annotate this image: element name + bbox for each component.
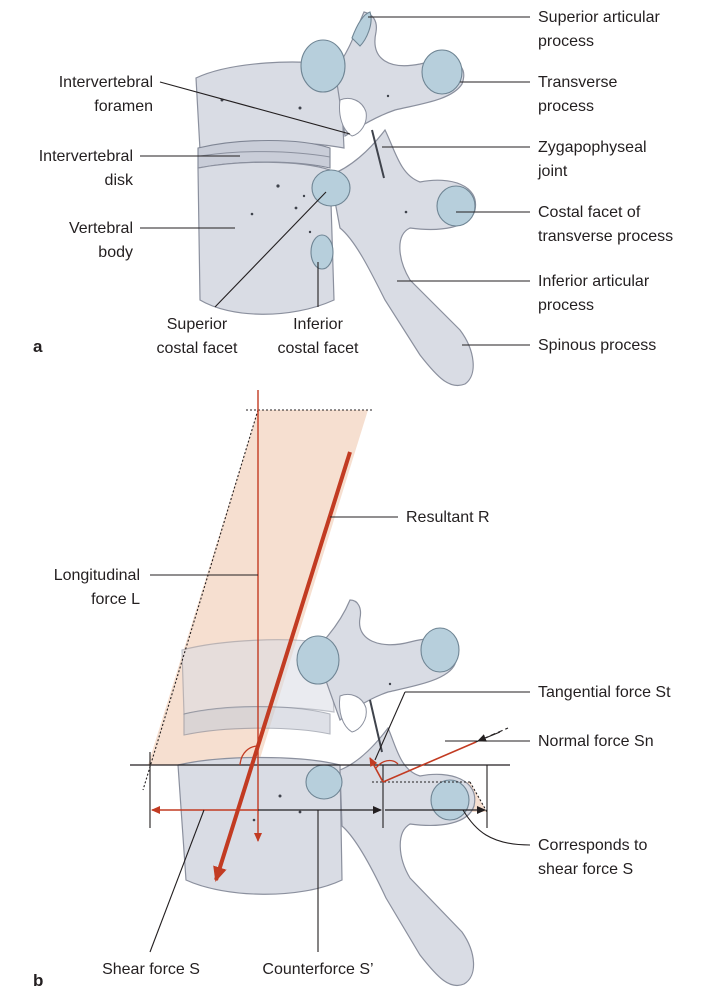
panel-letter-a: a xyxy=(33,337,43,356)
label-counterforce: Counterforce S’ xyxy=(262,961,373,978)
normal-force-head xyxy=(478,732,500,741)
label-spinous-process: Spinous process xyxy=(538,337,656,354)
label-shear-force: Shear force S xyxy=(102,961,200,978)
panel-letter-b: b xyxy=(33,971,43,990)
label-normal-force: Normal force Sn xyxy=(538,733,654,750)
label-resultant: Resultant R xyxy=(406,509,490,526)
label-tangential-force: Tangential force St xyxy=(538,684,671,701)
vertebrae-illustration-b xyxy=(178,600,475,986)
leader-corresponds-shear xyxy=(463,810,530,845)
